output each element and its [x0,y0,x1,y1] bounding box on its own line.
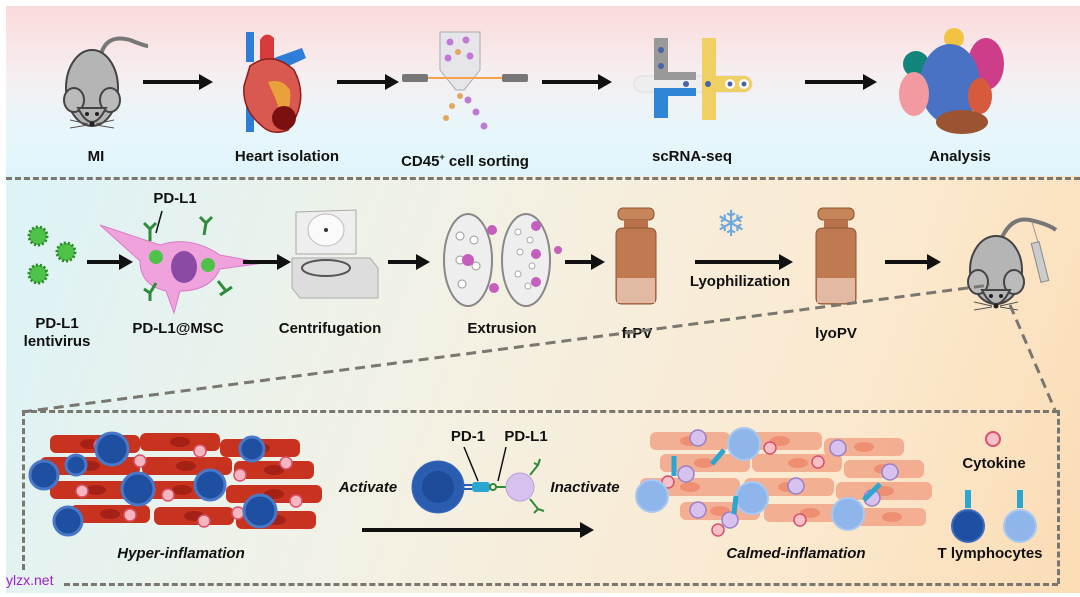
calmed-tissue-illustration [635,427,932,537]
lyophilization-arrow [695,254,793,270]
step-label-pd-l1-msc: PD-L1@MSC [132,320,224,337]
step-label-scrna-seq: scRNA-seq [651,148,733,165]
section-divider [6,177,1080,180]
step-label-lentivirus: PD-L1 lentivirus [24,315,91,351]
watermark: ylzx.net [6,572,54,588]
cytokine-legend-icon [985,431,1001,447]
pd-1-label: PD-1 [450,428,486,445]
arrow-icon [805,74,877,90]
extrusion-membrane-icon [443,213,562,307]
heart-icon [243,32,306,133]
t-lymphocyte-legend-icon [951,490,1037,543]
arrow-icon [143,74,213,90]
arrow-icon [565,254,605,270]
vial-icon [815,207,857,305]
pd1-pdl1-binding-diagram [411,446,545,514]
microfluidic-chip-icon [633,38,753,120]
lentivirus-line1: PD-L1 [35,315,79,332]
cluster-plot-icon [899,28,1004,134]
stem-cell-icon [99,210,265,315]
mouse-icon [63,36,149,129]
detail-box-top-border [22,410,1058,413]
arrow-icon [337,74,399,90]
snowflake-icon: ❄ [716,203,747,244]
vial-icon [615,207,657,305]
legend-t-lymphocytes-label: T lymphocytes [937,545,1043,562]
arrow-icon [87,254,133,270]
cell-sorter-icon [402,31,528,130]
cd45-text: CD45 [401,153,440,170]
step-label-centrifugation: Centrifugation [278,320,382,337]
arrow-icon [243,254,291,270]
detail-box-right-border [1057,410,1060,584]
step-label-mi: MI [87,148,105,165]
arrow-icon [388,254,430,270]
centrifuge-icon [291,209,379,299]
step-label-analysis: Analysis [929,148,991,165]
inactivate-label: Inactivate [550,479,620,496]
legend-cytokine-label: Cytokine [962,455,1026,472]
step-label-extrusion: Extrusion [467,320,537,337]
detail-box-bottom-border [64,583,1058,586]
step-label-cd45-sorting: CD45+ cell sorting [401,148,529,171]
pd-l1-label: PD-L1 [504,428,548,445]
cd45-superscript: + [439,152,445,162]
lentivirus-line2: lentivirus [23,333,91,350]
arrow-icon [542,74,612,90]
calmed-inflamation-label: Calmed-inflamation [726,545,866,562]
lyophilization-label: Lyophilization [689,273,791,290]
hyper-inflamation-label: Hyper-inflamation [117,545,245,562]
step-label-heart-isolation: Heart isolation [234,148,340,165]
activate-label: Activate [338,479,398,496]
transition-arrow [362,522,594,538]
virus-icon [27,225,77,285]
arrow-icon [885,254,941,270]
detail-box-left-border [22,410,25,570]
pd-l1-callout-label: PD-L1 [153,190,197,207]
sorting-text: cell sorting [444,153,529,170]
inflamed-tissue-illustration [28,431,322,537]
step-label-lyopv: lyoPV [815,325,857,342]
